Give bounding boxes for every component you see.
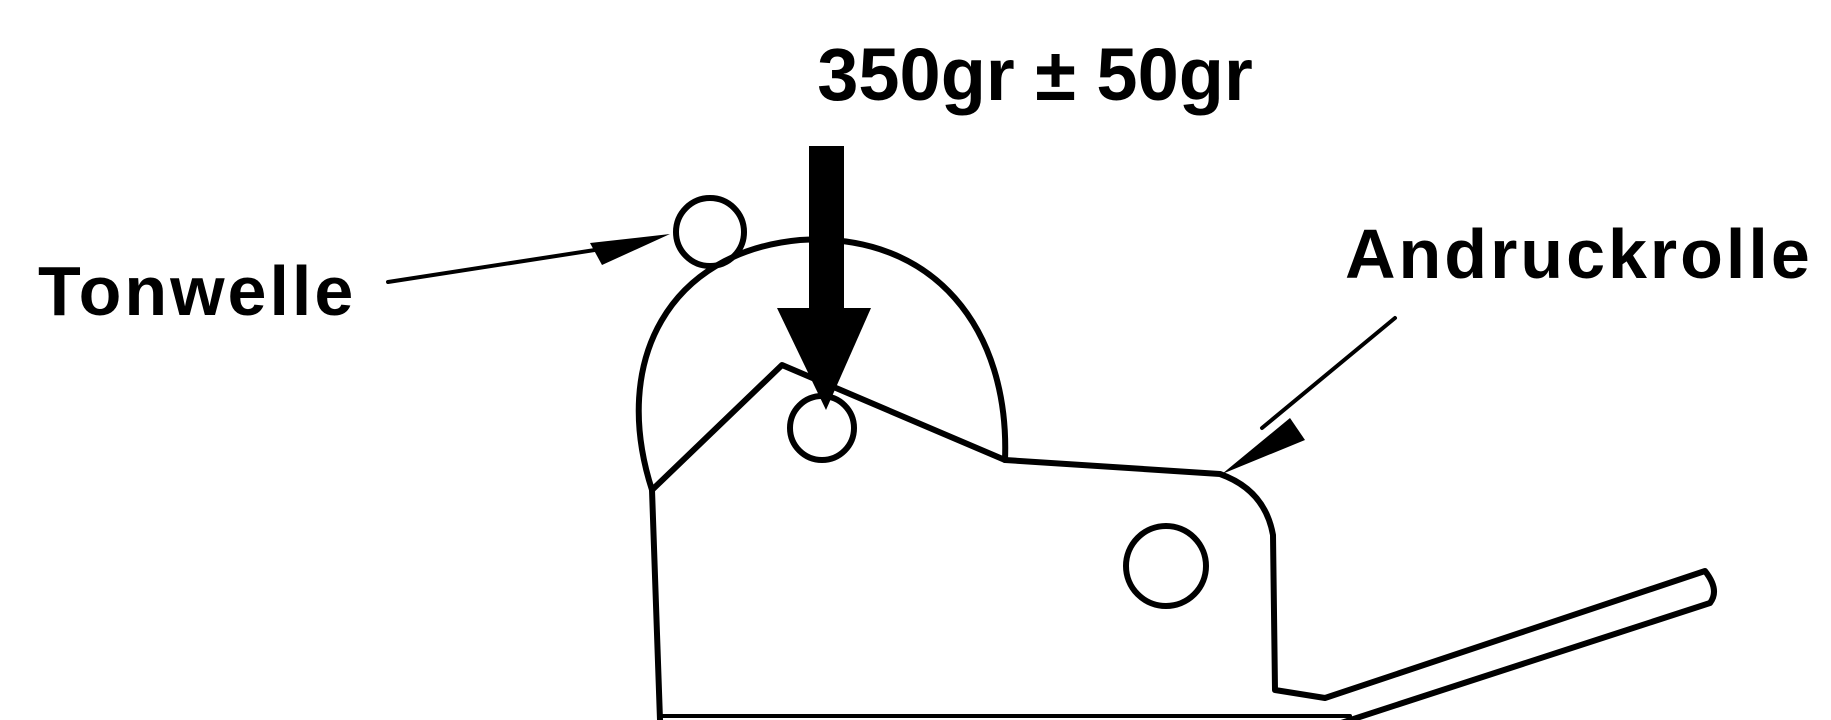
- pinch-roller-leader-arrow: [1222, 316, 1397, 474]
- lever-pivot: [1123, 523, 1209, 609]
- roller-bracket: [649, 362, 1008, 493]
- force-arrow: [777, 146, 871, 410]
- pinch-roller-label: Andruckrolle: [1345, 215, 1813, 293]
- pinch-roller: [635, 236, 1009, 493]
- lever-arm: [649, 457, 1717, 720]
- capstan-label: Tonwelle: [38, 252, 356, 330]
- capstan-leader-arrow: [386, 234, 670, 284]
- capstan-shaft: [673, 195, 747, 269]
- force-label: 350gr ± 50gr: [817, 33, 1253, 116]
- roller-axle: [787, 393, 857, 463]
